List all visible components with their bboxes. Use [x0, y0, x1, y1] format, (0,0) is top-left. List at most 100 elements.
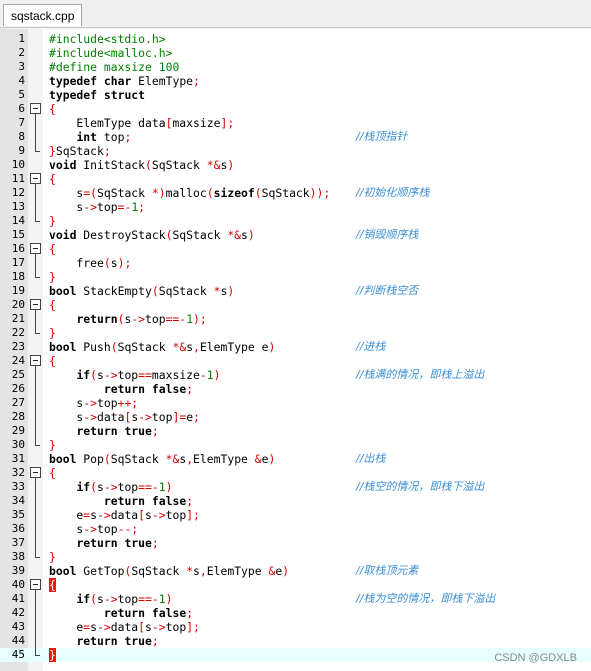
code-comment: //栈顶指针: [356, 130, 408, 143]
operator-token: }: [49, 144, 56, 158]
number-token: 1: [206, 368, 214, 382]
code-line[interactable]: 34 return false;: [0, 494, 591, 508]
code-line[interactable]: 16{: [0, 242, 591, 256]
code-line[interactable]: 30}: [0, 438, 591, 452]
fold-line: [35, 480, 36, 494]
code-text: }: [49, 438, 56, 452]
code-text: }: [49, 214, 56, 228]
operator-token: (: [103, 256, 111, 270]
code-line[interactable]: 13 s->top=-1;: [0, 200, 591, 214]
code-line[interactable]: 22}: [0, 326, 591, 340]
fold-collapse-icon[interactable]: [30, 355, 41, 366]
code-line[interactable]: 38}: [0, 550, 591, 564]
code-line[interactable]: 2 #include<malloc.h>: [0, 46, 591, 60]
keyword-token: return: [76, 312, 118, 326]
identifier-token: s: [179, 452, 187, 466]
code-line[interactable]: 29 return true;: [0, 424, 591, 438]
code-line[interactable]: 40{: [0, 578, 591, 592]
code-line[interactable]: 42 return false;: [0, 606, 591, 620]
code-line[interactable]: 32{: [0, 466, 591, 480]
code-text: }: [49, 326, 56, 340]
code-line[interactable]: 21 return(s->top==-1);: [0, 312, 591, 326]
operator-token: *: [186, 564, 194, 578]
identifier-token: s: [220, 158, 228, 172]
code-line[interactable]: 24{: [0, 354, 591, 368]
code-line[interactable]: 20{: [0, 298, 591, 312]
code-line[interactable]: 8 int top;//栈顶指针: [0, 130, 591, 144]
code-line[interactable]: 44 return true;: [0, 634, 591, 648]
code-line[interactable]: 26 return false;: [0, 382, 591, 396]
code-line[interactable]: 6{: [0, 102, 591, 116]
code-line[interactable]: 27 s->top++;: [0, 396, 591, 410]
code-comment: //出栈: [356, 452, 386, 465]
code-line[interactable]: 45}: [0, 648, 591, 662]
keyword-token: void: [49, 228, 77, 242]
code-line[interactable]: 43 e=s->data[s->top];: [0, 620, 591, 634]
operator-token: {: [49, 242, 56, 256]
operator-token: ): [165, 592, 173, 606]
code-line[interactable]: 33 if(s->top==-1)//栈空的情况，即栈下溢出: [0, 480, 591, 494]
code-text: s->top--;: [49, 522, 138, 536]
code-line[interactable]: 36 s->top--;: [0, 522, 591, 536]
keyword-token: sizeof: [213, 186, 255, 200]
keyword-token: typedef: [49, 74, 98, 88]
identifier-token: s: [131, 410, 139, 424]
code-line[interactable]: 17 free(s);: [0, 256, 591, 270]
identifier-token: s: [49, 200, 84, 214]
fold-collapse-icon[interactable]: [30, 243, 41, 254]
identifier-token: top: [97, 522, 118, 536]
fold-collapse-icon[interactable]: [30, 173, 41, 184]
identifier-token: top: [117, 480, 139, 494]
code-line[interactable]: 35 e=s->data[s->top];: [0, 508, 591, 522]
operator-token: (: [124, 564, 132, 578]
tab-sqstack-cpp[interactable]: sqstack.cpp: [3, 4, 83, 26]
fold-collapse-icon[interactable]: [30, 103, 41, 114]
operator-token: );: [193, 312, 207, 326]
operator-token: ;: [138, 200, 146, 214]
code-text: #include<malloc.h>: [49, 46, 172, 60]
code-editor[interactable]: 1#include<stdio.h>2 #include<malloc.h>3#d…: [0, 29, 591, 671]
code-line[interactable]: 14}: [0, 214, 591, 228]
identifier-token: s: [145, 620, 152, 634]
operator-token: ->: [103, 592, 118, 606]
identifier-token: DestroyStack: [76, 228, 166, 242]
code-line[interactable]: 11{: [0, 172, 591, 186]
code-line[interactable]: 3#define maxsize 100: [0, 60, 591, 74]
code-line[interactable]: 28 s->data[s->top]=e;: [0, 410, 591, 424]
identifier-token: top: [117, 368, 139, 382]
code-line[interactable]: 1#include<stdio.h>: [0, 32, 591, 46]
identifier-token: SqStack: [151, 158, 207, 172]
identifier-token: s: [49, 410, 84, 424]
identifier-token: data: [110, 620, 139, 634]
fold-line: [35, 522, 36, 536]
code-line[interactable]: 12 s=(SqStack *)malloc(sizeof(SqStack));…: [0, 186, 591, 200]
code-text: if(s->top==-1): [49, 592, 172, 606]
code-line[interactable]: 41 if(s->top==-1)//栈为空的情况，即栈下溢出: [0, 592, 591, 606]
fold-collapse-icon[interactable]: [30, 467, 41, 478]
keyword-token: bool: [49, 564, 77, 578]
code-line[interactable]: 18}: [0, 270, 591, 284]
code-line[interactable]: 25 if(s->top==maxsize-1)//栈满的情况，即栈上溢出: [0, 368, 591, 382]
fold-collapse-icon[interactable]: [30, 579, 41, 590]
line-number: 2: [18, 46, 25, 59]
operator-token: ==-: [138, 592, 159, 606]
code-comment: //栈满的情况，即栈上溢出: [356, 368, 485, 381]
code-line[interactable]: 7 ElemType data[maxsize];: [0, 116, 591, 130]
fold-collapse-icon[interactable]: [30, 299, 41, 310]
line-number: 24: [11, 354, 25, 367]
identifier-token: SqStack: [172, 228, 228, 242]
line-number: 38: [11, 550, 25, 563]
code-line[interactable]: 9}SqStack;: [0, 144, 591, 158]
code-text: return true;: [49, 536, 158, 550]
fold-line: [35, 620, 36, 634]
code-lines: 1#include<stdio.h>2 #include<malloc.h>3#d…: [0, 32, 591, 662]
code-line[interactable]: 37 return true;: [0, 536, 591, 550]
